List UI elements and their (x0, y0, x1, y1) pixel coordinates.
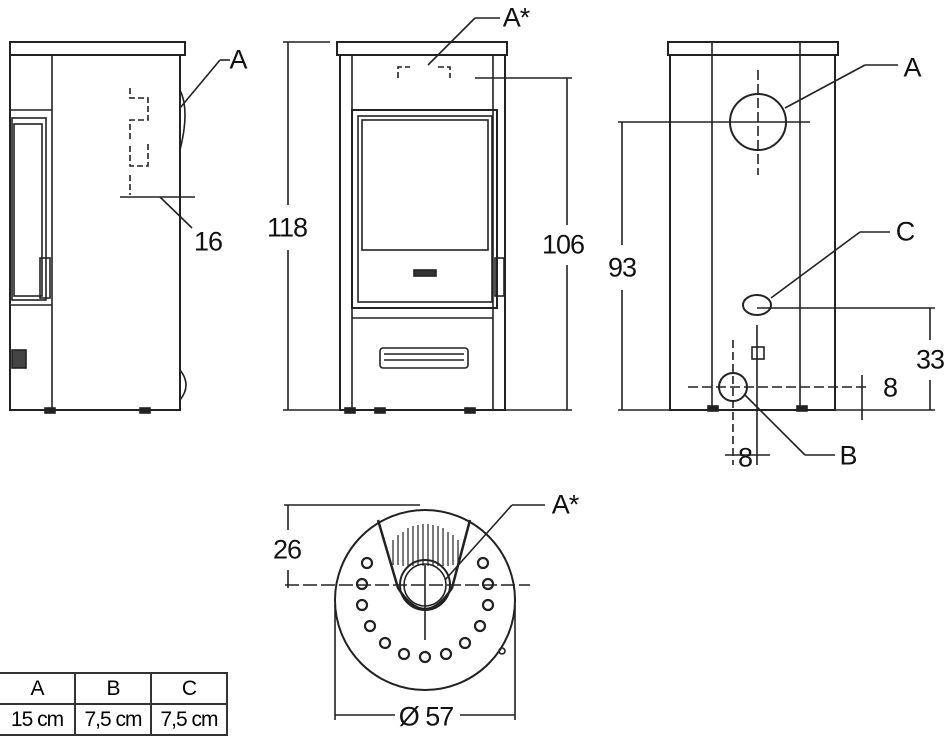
plan-top-flue-label: A* (551, 489, 580, 520)
front-view (283, 17, 572, 414)
table-header-cell: B (74, 672, 152, 705)
rear-air-height-label: 33 (915, 344, 945, 375)
rear-b-offset-v-label: 8 (882, 372, 898, 403)
side-offset-label: 16 (193, 226, 223, 257)
rear-flue-height-label: 93 (607, 252, 637, 283)
front-flue-height-label: 106 (541, 229, 585, 260)
side-flue-label: A (229, 44, 247, 75)
plan-view (284, 504, 545, 720)
rear-b-label: B (839, 440, 857, 471)
table-header-cell: A (0, 672, 76, 705)
table-cell: 7,5 cm (74, 703, 152, 736)
rear-flue-label: A (903, 52, 921, 83)
top-flue-label: A* (502, 2, 531, 33)
table-row: 15 cm 7,5 cm 7,5 cm (0, 703, 228, 736)
table-cell: 7,5 cm (150, 703, 228, 736)
side-view (9, 41, 230, 414)
plan-depth-label: 26 (272, 534, 302, 565)
plan-diameter-label: Ø 57 (398, 701, 455, 732)
rear-view (618, 41, 935, 465)
connection-size-table: A B C 15 cm 7,5 cm 7,5 cm (0, 672, 228, 736)
rear-b-offset-h-label: 8 (737, 442, 753, 473)
table-header-cell: C (150, 672, 228, 705)
table-header-row: A B C (0, 672, 228, 705)
front-height-label: 118 (266, 212, 308, 243)
rear-air-label: C (895, 216, 915, 247)
table-cell: 15 cm (0, 703, 76, 736)
